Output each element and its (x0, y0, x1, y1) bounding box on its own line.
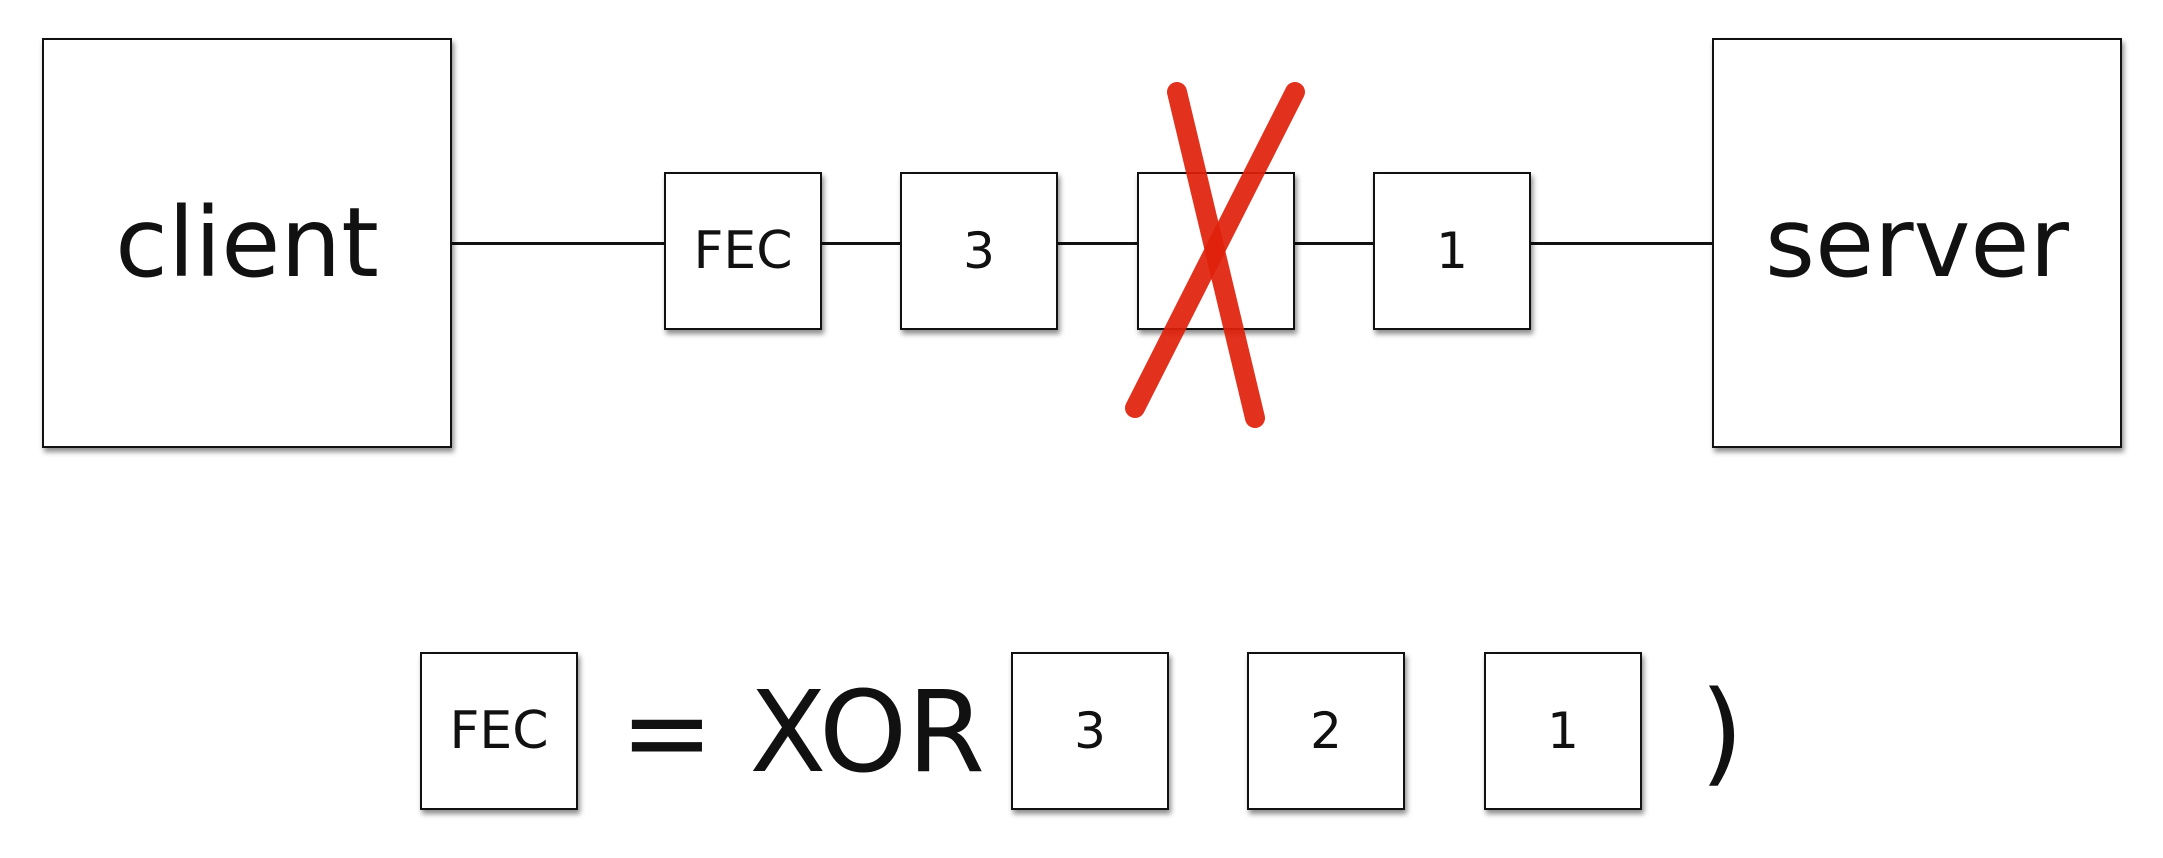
server-box: server (1712, 38, 2122, 448)
client-box: client (42, 38, 452, 448)
packet-3: 3 (900, 172, 1058, 330)
formula-fec-label: FEC (449, 701, 549, 761)
formula-arg-3: 3 (1011, 652, 1169, 810)
link-3-lost (1058, 242, 1138, 245)
link-lost-1 (1295, 242, 1375, 245)
packet-label: 1 (1436, 222, 1468, 280)
formula-arg-label: 1 (1547, 702, 1579, 760)
link-fec-3 (822, 242, 902, 245)
formula-fec-box: FEC (420, 652, 578, 810)
formula-arg-label: 2 (1310, 702, 1342, 760)
xor-operator: = XOR ( (620, 668, 1065, 798)
formula-arg-label: 3 (1074, 702, 1106, 760)
link-1-server (1531, 242, 1713, 245)
formula-arg-1: 1 (1484, 652, 1642, 810)
formula-arg-2: 2 (1247, 652, 1405, 810)
packet-label: 3 (963, 222, 995, 280)
packet-1: 1 (1373, 172, 1531, 330)
close-paren: ) (1700, 668, 1744, 798)
client-label: client (115, 187, 379, 299)
packet-fec: FEC (664, 172, 822, 330)
server-label: server (1765, 187, 2069, 299)
packet-label: FEC (693, 221, 793, 281)
link-client-fec (452, 242, 664, 245)
